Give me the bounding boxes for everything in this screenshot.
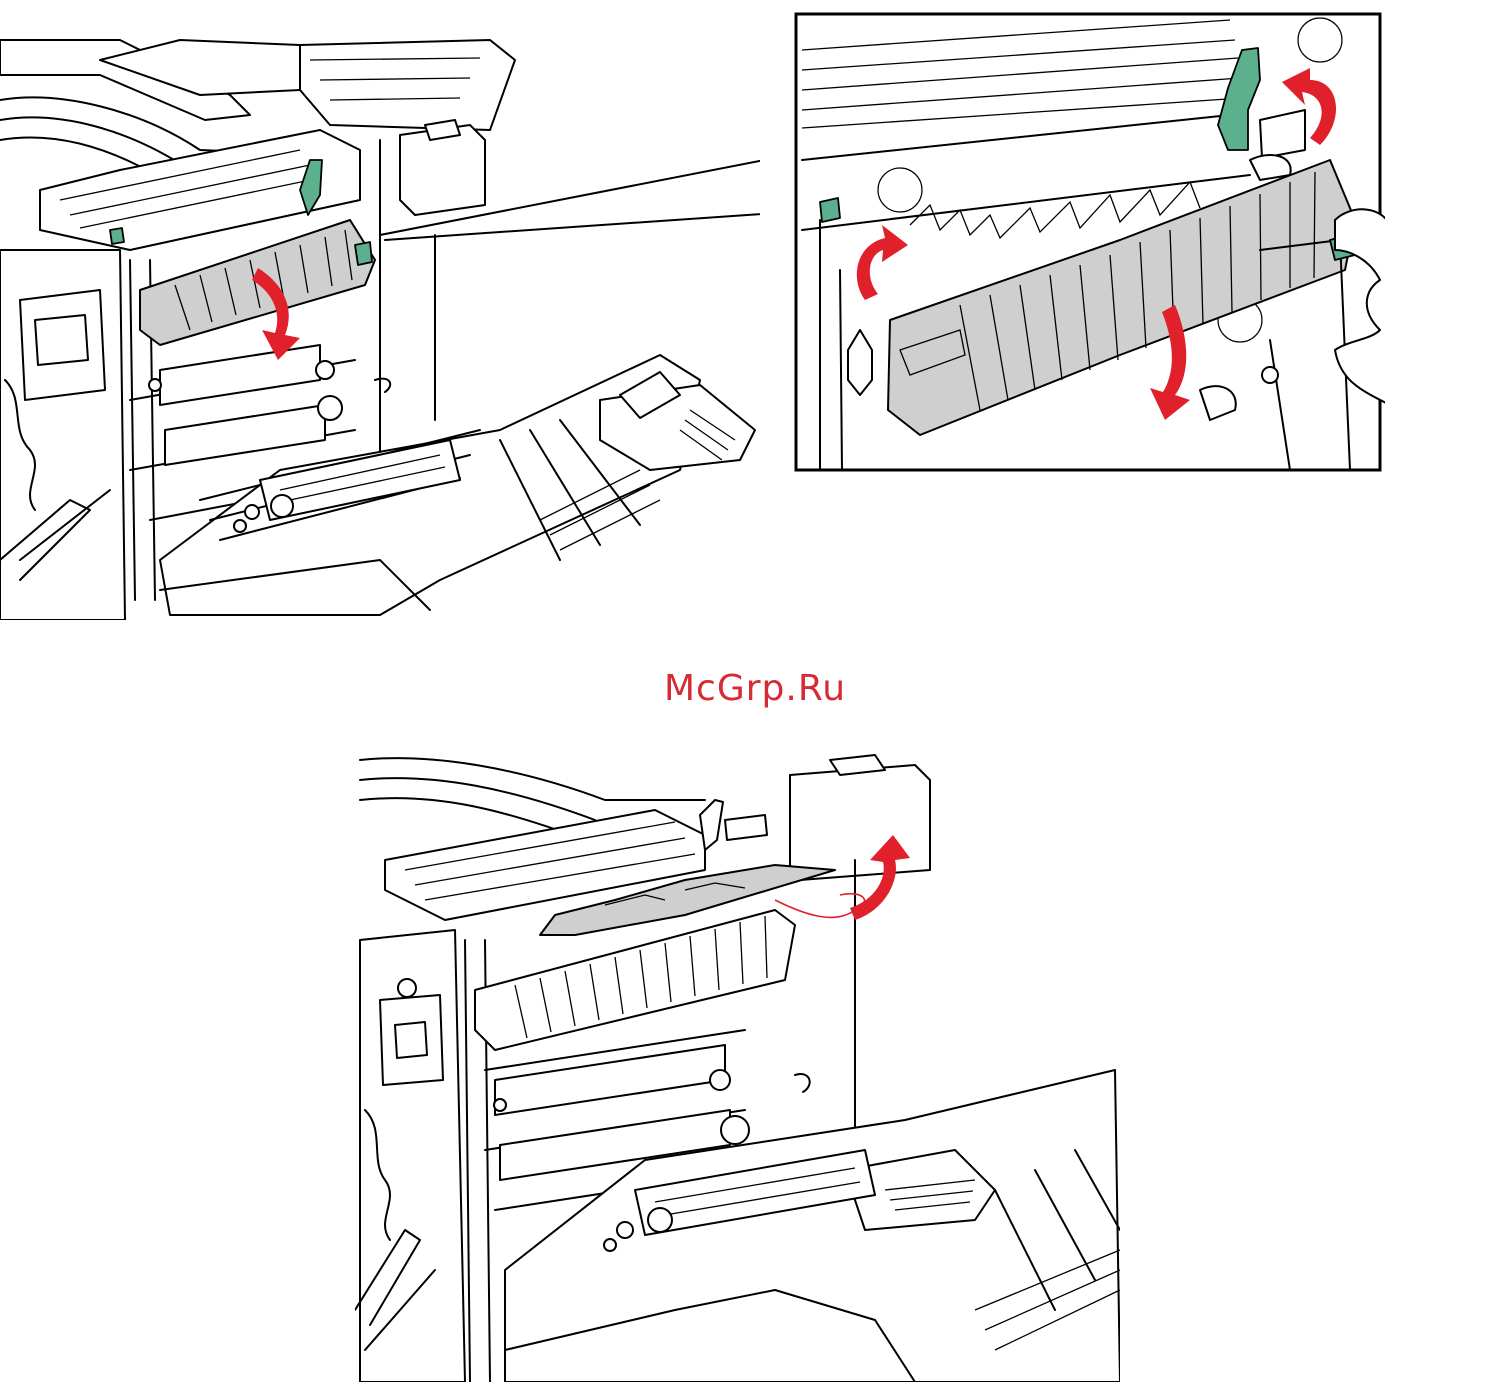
printer-illustration-top: [0, 0, 760, 620]
printer-illustration-bottom: [355, 750, 1120, 1382]
zoom-detail-drawing: [790, 10, 1385, 475]
watermark-text: McGrp.Ru: [0, 668, 1499, 709]
printer-drawing-bottom: [355, 750, 1120, 1382]
printer-drawing-top: [0, 0, 760, 620]
zoom-detail-panel: [790, 10, 1385, 475]
